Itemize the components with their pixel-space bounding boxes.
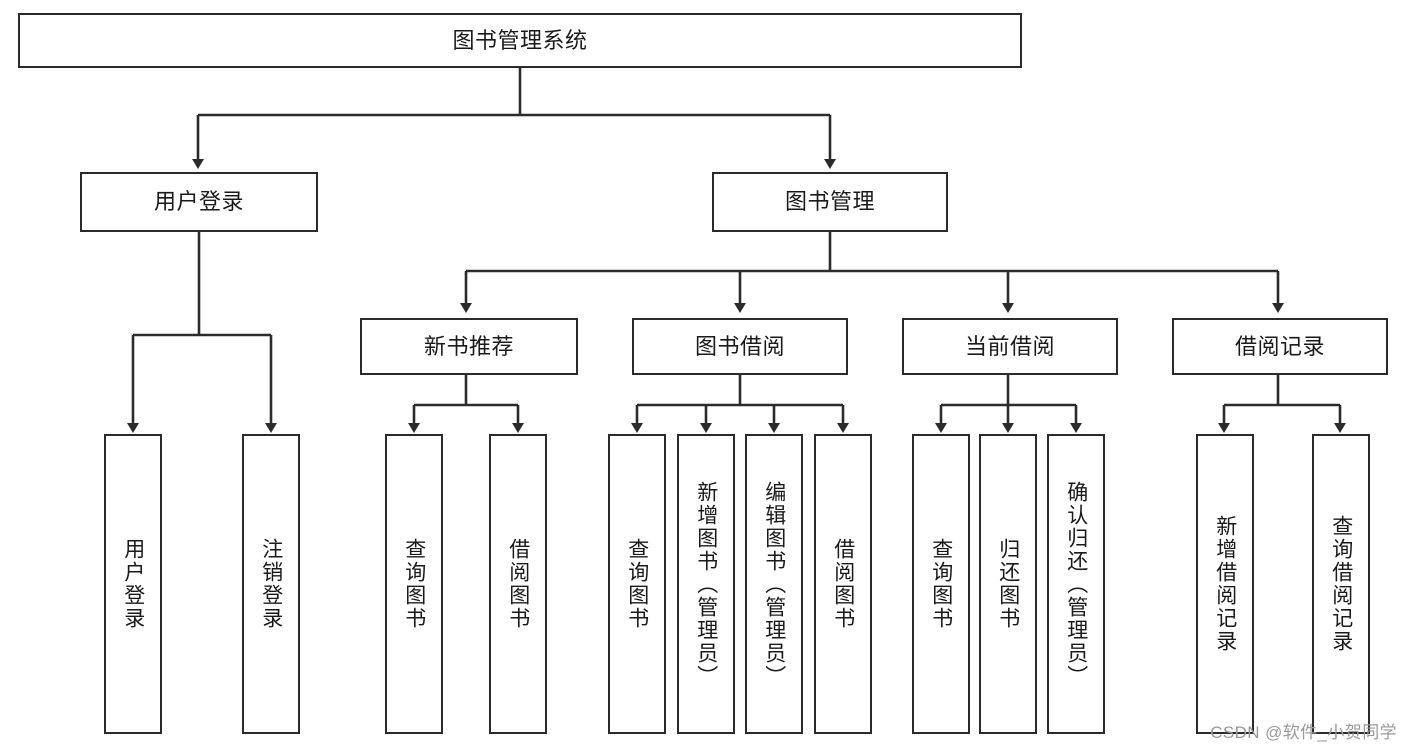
leaf-current-borrow-return[interactable]: 归还图书 <box>979 434 1037 734</box>
node-book-borrow[interactable]: 图书借阅 <box>632 318 848 375</box>
node-label: 确认归还（管理员） <box>1064 480 1088 688</box>
leaf-user-login-logout[interactable]: 注销登录 <box>242 434 300 734</box>
leaf-borrow-record-query[interactable]: 查询借阅记录 <box>1312 434 1370 734</box>
node-label: 新书推荐 <box>423 333 514 359</box>
leaf-new-book-query[interactable]: 查询图书 <box>385 434 443 734</box>
node-label: 查询图书 <box>625 538 649 630</box>
node-label: 注销登录 <box>259 538 283 630</box>
leaf-current-borrow-confirm[interactable]: 确认归还（管理员） <box>1047 434 1105 734</box>
node-label: 借阅图书 <box>506 538 530 630</box>
node-label: 查询借阅记录 <box>1329 515 1353 653</box>
node-label: 借阅图书 <box>831 538 855 630</box>
node-label: 归还图书 <box>996 538 1020 630</box>
leaf-current-borrow-query[interactable]: 查询图书 <box>912 434 970 734</box>
node-label: 图书管理系统 <box>452 27 588 53</box>
node-new-book-recommend[interactable]: 新书推荐 <box>360 318 578 375</box>
leaf-book-borrow-edit[interactable]: 编辑图书（管理员） <box>745 434 803 734</box>
watermark-text: CSDN @软件_小贺同学 <box>1210 723 1397 742</box>
node-book-manage[interactable]: 图书管理 <box>712 172 948 232</box>
node-label: 借阅记录 <box>1234 333 1325 359</box>
leaf-user-login-login[interactable]: 用户登录 <box>104 434 162 734</box>
node-label: 查询图书 <box>929 538 953 630</box>
node-label: 用户登录 <box>121 538 145 630</box>
node-label: 图书管理 <box>784 189 875 214</box>
node-label: 编辑图书（管理员） <box>762 480 786 688</box>
node-label: 用户登录 <box>153 189 244 214</box>
leaf-borrow-record-add[interactable]: 新增借阅记录 <box>1196 434 1254 734</box>
leaf-book-borrow-query[interactable]: 查询图书 <box>608 434 666 734</box>
leaf-book-borrow-borrow[interactable]: 借阅图书 <box>814 434 872 734</box>
node-label: 图书借阅 <box>694 333 785 359</box>
node-borrow-record[interactable]: 借阅记录 <box>1172 318 1388 375</box>
leaf-new-book-borrow[interactable]: 借阅图书 <box>489 434 547 734</box>
node-label: 当前借阅 <box>964 333 1055 359</box>
node-user-login[interactable]: 用户登录 <box>80 172 318 232</box>
node-current-borrow[interactable]: 当前借阅 <box>902 318 1118 375</box>
node-label: 新增图书（管理员） <box>694 480 718 688</box>
node-root-system[interactable]: 图书管理系统 <box>18 13 1022 68</box>
node-label: 查询图书 <box>402 538 426 630</box>
leaf-book-borrow-add[interactable]: 新增图书（管理员） <box>677 434 735 734</box>
node-label: 新增借阅记录 <box>1213 515 1237 653</box>
